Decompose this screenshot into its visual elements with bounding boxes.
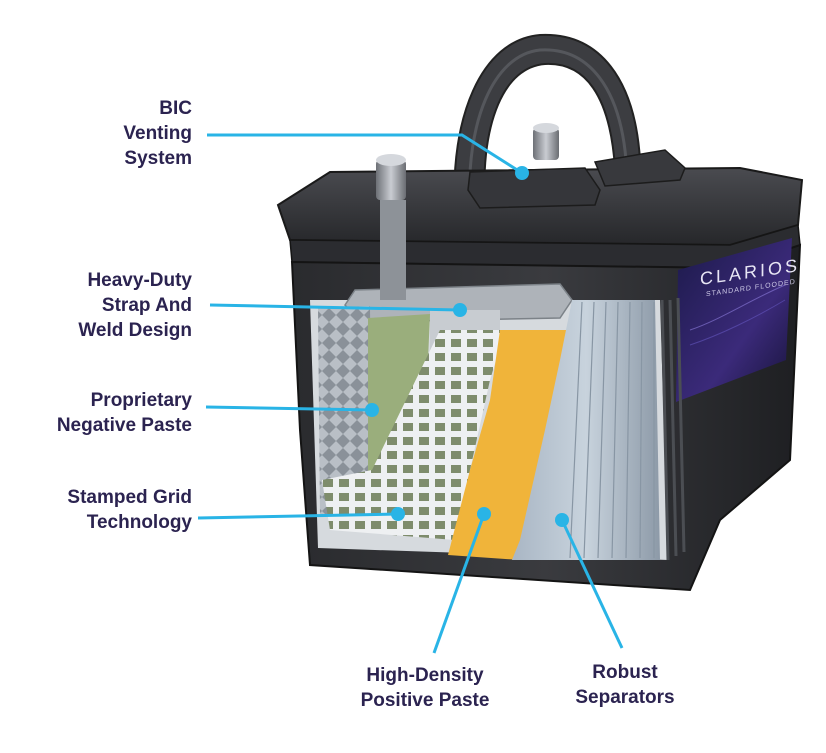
label-stamped-grid: Stamped Grid Technology — [67, 487, 192, 533]
vent-cap — [467, 167, 601, 209]
terminal-post-right — [533, 123, 559, 160]
callout-dot-strap — [453, 303, 467, 317]
terminal-post-left — [376, 154, 406, 200]
callout-lines — [197, 133, 624, 654]
callout-dot-negative — [365, 403, 379, 417]
callout-dot-bic — [515, 166, 529, 180]
separator-ribs — [569, 301, 655, 559]
plate-stack-edges — [660, 297, 686, 561]
label-negative-paste: Proprietary Negative Paste — [56, 390, 192, 436]
label-separators: Robust Separators — [575, 662, 675, 708]
clarios-label-panel — [676, 238, 792, 402]
label-bic-venting: BIC Venting System — [123, 98, 192, 169]
mesh-grid — [318, 306, 372, 520]
callout-dot-separators — [555, 513, 569, 527]
callout-dot-grid — [391, 507, 405, 521]
stamped-grid — [322, 330, 505, 540]
label-positive-paste: High-Density Positive Paste — [360, 665, 490, 711]
separators — [512, 300, 660, 560]
callout-dots — [365, 166, 569, 527]
positive-paste-plate — [448, 330, 572, 560]
terminal-column — [380, 200, 406, 300]
label-strap-weld: Heavy-Duty Strap And Weld Design — [78, 270, 192, 341]
callout-dot-positive — [477, 507, 491, 521]
